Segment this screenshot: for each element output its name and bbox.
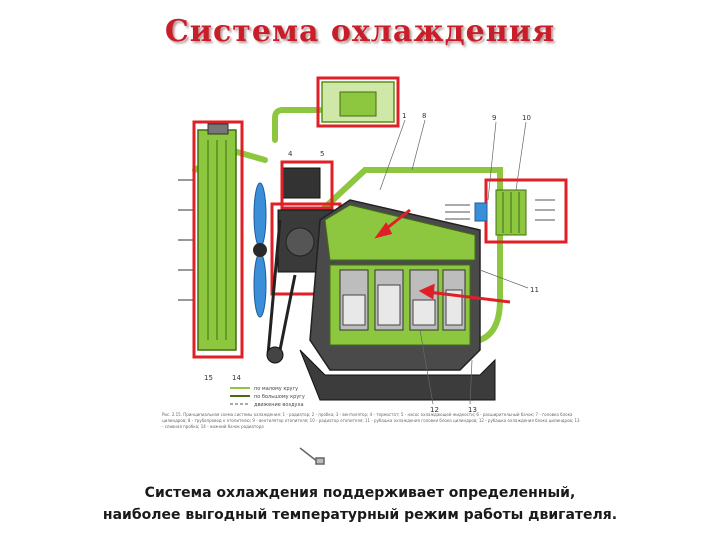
slide-subtitle: Система охлаждения поддерживает определе… (0, 482, 720, 526)
callout-9: 9 (492, 114, 496, 122)
callout-12: 12 (430, 406, 439, 414)
callout-10: 10 (522, 114, 531, 122)
heater-fan-icon (445, 202, 488, 222)
cooling-system-diagram: 1 4 5 8 9 10 11 12 13 14 15 по малому кр… (178, 76, 568, 465)
thermostat (280, 160, 334, 210)
callout-4: 4 (288, 150, 293, 158)
heater-radiator (484, 178, 568, 244)
callout-15: 15 (204, 374, 213, 382)
flow-arrows (374, 208, 511, 304)
engine-block (299, 199, 496, 401)
subtitle-line-2: наиболее выгодный температурный режим ра… (102, 507, 618, 523)
callout-11: 11 (530, 286, 539, 294)
legend: по малому кругу по большому кругу движен… (230, 386, 305, 408)
callout-8: 8 (422, 112, 426, 120)
callout-5: 5 (320, 150, 324, 158)
callout-14: 14 (232, 374, 241, 382)
fan-icon (253, 182, 267, 318)
legend-item-air-flow: движение воздуха (254, 402, 304, 408)
callout-labels: 1 4 5 8 9 10 11 12 13 14 15 (204, 112, 539, 414)
legend-item-small-circuit: по малому кругу (254, 386, 298, 392)
expansion-tank (316, 76, 400, 128)
pointer-icon (299, 447, 325, 465)
subtitle-line-1: Система охлаждения поддерживает определе… (144, 485, 576, 501)
callout-13: 13 (468, 406, 477, 414)
callout-1: 1 (402, 112, 406, 120)
slide-title: Система охлаждения (164, 14, 556, 49)
figure-caption: Рис. 2.15. Принципиальная схема системы … (162, 412, 580, 429)
radiator (178, 120, 244, 359)
crank-pulley (266, 346, 284, 364)
legend-item-large-circuit: по большому кругу (254, 394, 305, 400)
